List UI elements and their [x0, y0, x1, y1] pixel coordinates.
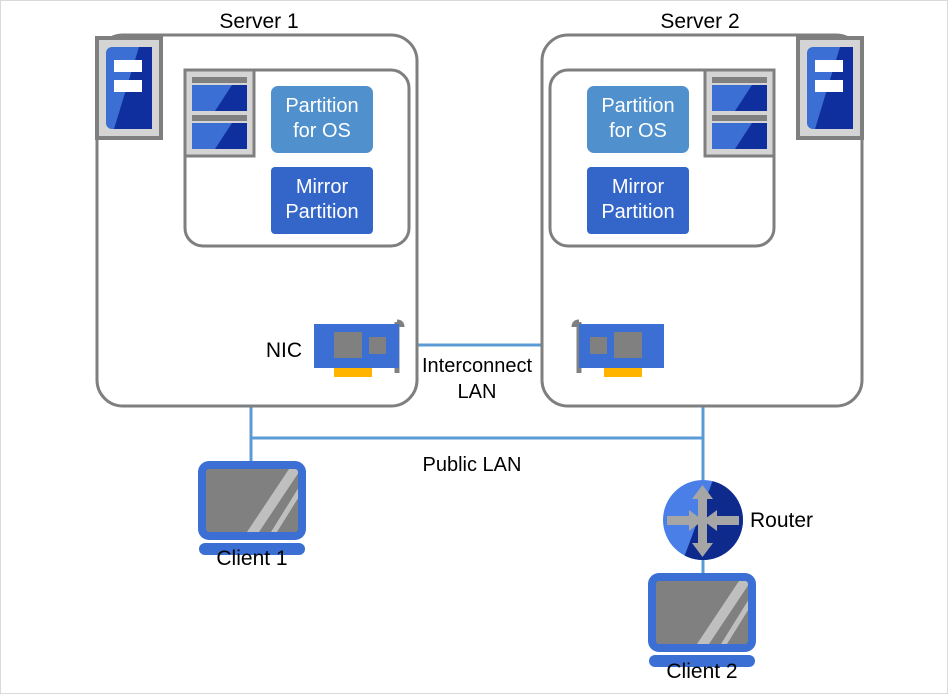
disk-stack-icon[interactable] [703, 68, 776, 158]
router-arrow-down [692, 521, 713, 557]
server-tower-icon[interactable] [796, 36, 864, 140]
server-2-partition-os[interactable]: Partition for OS [587, 86, 689, 153]
partition-mirror-line2: Partition [285, 201, 358, 223]
server-2-group[interactable]: Server 2 [540, 10, 864, 408]
router-arrow-up [692, 485, 713, 521]
client-2-group[interactable]: Client 2 [648, 573, 760, 683]
disk-stack-icon[interactable] [183, 68, 256, 158]
partition-os-line2: for OS [609, 120, 667, 142]
client-1-label: Client 1 [216, 547, 287, 570]
server-1-group[interactable]: Server 1 [95, 10, 419, 408]
nic-1-icon[interactable] [314, 319, 405, 377]
server-1-partition-os[interactable]: Partition for OS [271, 86, 373, 153]
laptop-icon[interactable] [648, 573, 760, 667]
public-lan-label: Public LAN [423, 454, 522, 476]
nic-label: NIC [266, 339, 302, 362]
router-icon[interactable] [663, 480, 743, 560]
client-2-label: Client 2 [666, 660, 737, 683]
server-2-partition-mirror[interactable]: Mirror Partition [587, 167, 689, 234]
client-1-group[interactable]: Client 1 [198, 461, 310, 570]
partition-os-line2: for OS [293, 120, 351, 142]
server-1-partition-mirror[interactable]: Mirror Partition [271, 167, 373, 234]
interconnect-lan-line1: Interconnect [422, 355, 533, 377]
server-1-title: Server 1 [219, 10, 298, 33]
interconnect-lan-line2: LAN [458, 381, 497, 403]
router-group[interactable]: Router [663, 480, 813, 560]
partition-os-line1: Partition [601, 95, 674, 117]
server-tower-icon[interactable] [95, 36, 163, 140]
nic-2-icon[interactable] [571, 319, 664, 377]
laptop-icon[interactable] [198, 461, 310, 555]
partition-mirror-line1: Mirror [296, 176, 349, 198]
router-arrow-right [667, 510, 703, 531]
server-2-title: Server 2 [660, 10, 739, 33]
partition-mirror-line1: Mirror [612, 176, 665, 198]
partition-mirror-line2: Partition [601, 201, 674, 223]
router-arrow-left [703, 510, 739, 531]
router-label: Router [750, 509, 813, 532]
interconnect-lan-label: Interconnect LAN [422, 355, 533, 403]
partition-os-line1: Partition [285, 95, 358, 117]
